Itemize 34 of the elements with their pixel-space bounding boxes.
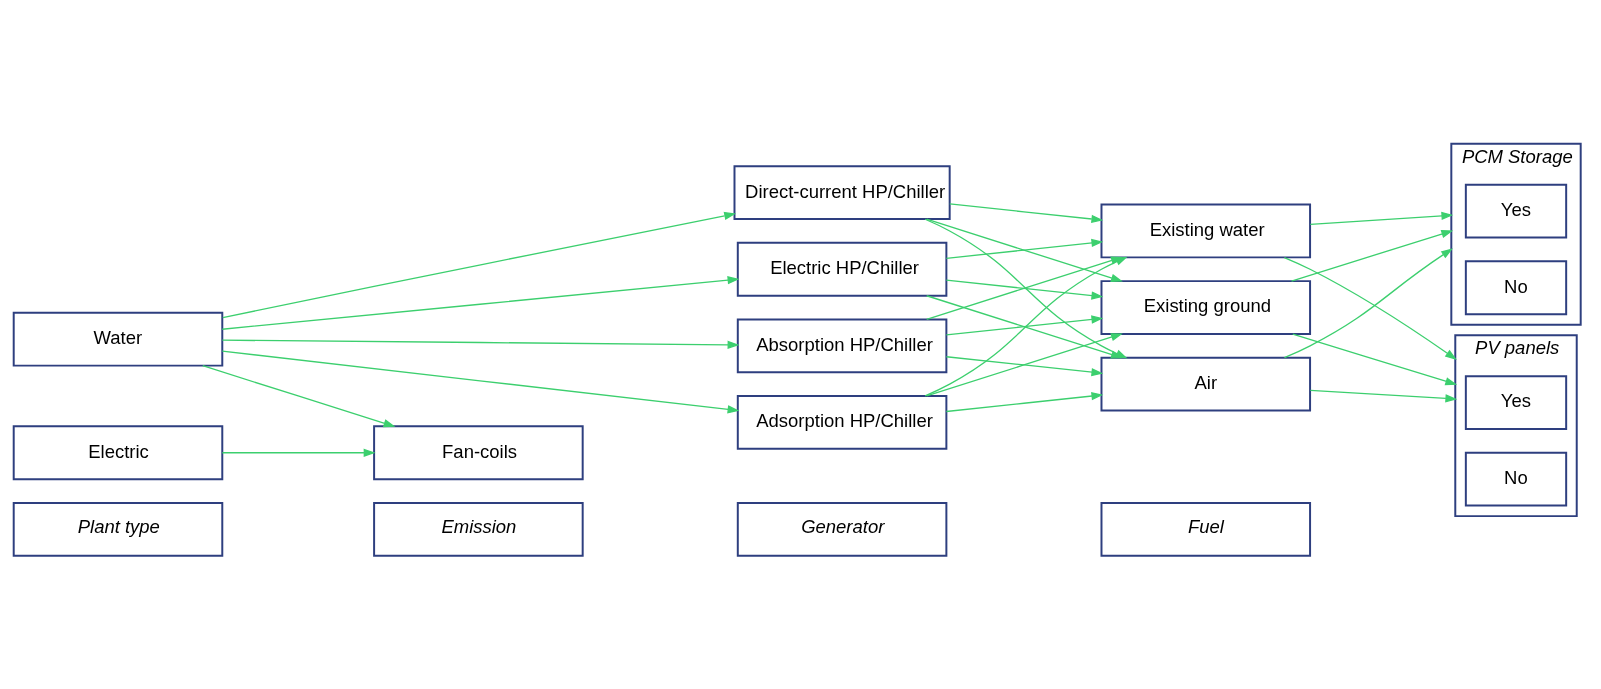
node-box: Electric HP/Chiller [736, 241, 948, 297]
node-box: No [1464, 451, 1568, 507]
arrow [221, 339, 740, 349]
arrow [1292, 333, 1458, 386]
arrow [945, 279, 1104, 300]
node-box: Existing ground [1100, 280, 1312, 335]
arrow [1290, 230, 1454, 282]
arrow [945, 238, 1104, 259]
arrow [1309, 389, 1458, 403]
node-box: Absorption HP/Chiller [736, 318, 948, 374]
node-box: Electric [12, 425, 224, 481]
arrow [221, 350, 740, 414]
node-box: Adsorption HP/Chiller [736, 395, 948, 450]
node-box: Fan-coils [373, 425, 584, 481]
node-box: Emission [373, 501, 584, 557]
arrow [221, 448, 376, 457]
node-box: Plant type [12, 501, 224, 557]
arrow [221, 276, 740, 330]
node-box: No [1464, 260, 1568, 316]
node-box: Air [1100, 356, 1312, 412]
arrow [949, 203, 1104, 224]
arrow [1309, 211, 1454, 225]
arrow [202, 365, 396, 428]
node-box: Existing water [1100, 203, 1312, 259]
node-box: Yes [1464, 183, 1568, 239]
node-box: Direct-current HP/Chiller [733, 165, 951, 221]
node-box: Generator [736, 501, 948, 557]
node-box: Yes [1464, 375, 1568, 430]
node-box: Water [12, 311, 224, 367]
arrow [945, 391, 1104, 413]
node-box: Fuel [1100, 501, 1312, 557]
arrow [945, 315, 1104, 336]
arrow [945, 356, 1104, 377]
arrow [222, 211, 737, 319]
